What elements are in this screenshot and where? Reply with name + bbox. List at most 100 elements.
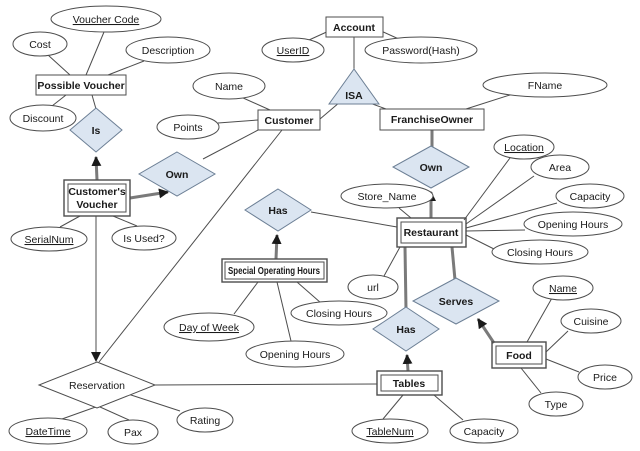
- connector-line: [233, 281, 259, 315]
- attribute-label: Pax: [124, 427, 143, 439]
- participation-line: [403, 246, 408, 310]
- connector-line: [465, 229, 526, 232]
- relationship-label: ISA: [345, 90, 363, 102]
- connector-line: [545, 330, 569, 353]
- connector-line: [59, 215, 81, 228]
- attribute-description: Description: [125, 36, 211, 64]
- connector-line: [107, 60, 145, 76]
- connector-line: [545, 358, 580, 373]
- entity-label: FranchiseOwner: [391, 114, 473, 126]
- attribute-label: Store_Name: [358, 191, 417, 203]
- attribute-label: Name: [549, 283, 577, 295]
- attribute-label: Description: [142, 45, 195, 57]
- relationship-has-tables: Has: [372, 306, 440, 352]
- connector-line: [465, 93, 514, 110]
- relationship-label: Own: [420, 162, 443, 174]
- attribute-day-of-week: Day of Week: [163, 312, 255, 342]
- relationship-label: Reservation: [69, 380, 125, 392]
- entity-possible-voucher: Possible Voucher: [35, 74, 127, 96]
- attribute-datetime: DateTime: [8, 417, 88, 445]
- connector-line: [154, 383, 378, 386]
- attribute-is-used: Is Used?: [111, 225, 177, 251]
- attribute-label: Closing Hours: [507, 247, 573, 259]
- connector-lines: [47, 29, 580, 421]
- entity-label-line1: Customer's: [68, 186, 126, 198]
- entity-tables: Tables: [376, 370, 443, 396]
- connector-line: [463, 157, 511, 221]
- attribute-type: Type: [528, 391, 584, 417]
- relationship-serves: Serves: [411, 277, 501, 325]
- participation-line-arrow: [129, 188, 169, 200]
- entity-label: Possible Voucher: [37, 80, 124, 92]
- attribute-label: FName: [528, 80, 563, 92]
- entity-label: Special Operating Hours: [228, 265, 320, 277]
- connector-line: [383, 246, 401, 277]
- connector-line: [202, 128, 261, 160]
- attribute-cuisine: Cuisine: [560, 308, 622, 334]
- attribute-label: Price: [593, 372, 617, 384]
- entity-customer: Customer: [257, 109, 321, 131]
- attribute-opening-hours-restaurant: Opening Hours: [523, 211, 623, 237]
- relationship-own-customer: Own: [138, 151, 216, 197]
- entity-customers-voucher: Customer's Voucher: [63, 179, 131, 217]
- connector-line: [240, 96, 271, 111]
- attribute-label: Closing Hours: [306, 308, 372, 320]
- connector-line: [465, 175, 535, 225]
- connector-line-arrow: [98, 129, 283, 363]
- attribute-serialnum: SerialNum: [10, 226, 88, 252]
- attribute-label: Opening Hours: [538, 219, 609, 231]
- attribute-fname: FName: [482, 72, 608, 98]
- connector-line: [85, 31, 105, 76]
- entity-franchise-owner: FranchiseOwner: [379, 108, 485, 131]
- entity-restaurant: Restaurant: [396, 217, 467, 248]
- connector-line: [217, 119, 259, 124]
- relationship-reservation: Reservation: [37, 361, 157, 409]
- attribute-label: Password(Hash): [382, 45, 460, 57]
- attribute-label: UserID: [277, 45, 310, 57]
- attribute-label: Cost: [29, 39, 51, 51]
- entity-label: Restaurant: [404, 227, 459, 239]
- relationship-label: Own: [166, 169, 189, 181]
- attribute-store-name: Store_Name: [340, 183, 434, 209]
- attribute-tablenum: TableNum: [351, 418, 429, 444]
- attribute-points: Points: [156, 114, 220, 140]
- attribute-name-food: Name: [532, 275, 594, 301]
- entity-special-operating-hours: Special Operating Hours: [221, 258, 328, 283]
- attribute-label: Capacity: [464, 426, 506, 438]
- connector-line: [276, 281, 292, 342]
- attribute-capacity-restaurant: Capacity: [555, 183, 625, 209]
- attribute-label: Capacity: [570, 191, 612, 203]
- entity-label-line2: Voucher: [76, 199, 117, 211]
- participation-lines: [91, 130, 496, 372]
- relationship-own-franchise: Own: [391, 145, 471, 189]
- participation-line-arrow: [402, 354, 413, 372]
- connector-line: [127, 393, 181, 412]
- participation-line: [450, 246, 457, 281]
- entity-label: Account: [333, 22, 376, 34]
- connector-line: [319, 101, 341, 120]
- attribute-label: DateTime: [25, 426, 70, 438]
- attribute-label: Is Used?: [123, 233, 165, 245]
- connector-line: [526, 297, 553, 343]
- connector-line: [51, 94, 67, 107]
- participation-line-arrow: [476, 318, 496, 344]
- entity-label: Tables: [393, 378, 426, 390]
- attribute-label: Name: [215, 81, 243, 93]
- connector-line: [433, 394, 464, 421]
- attribute-label: Area: [549, 162, 571, 174]
- connector-line: [465, 202, 558, 229]
- connector-line: [520, 367, 542, 394]
- attribute-label: Discount: [23, 113, 64, 125]
- connector-line: [310, 211, 398, 228]
- attribute-discount: Discount: [9, 104, 77, 132]
- attribute-label: Location: [504, 142, 544, 154]
- relationship-label: Serves: [439, 296, 474, 308]
- attribute-voucher-code: Voucher Code: [50, 5, 162, 33]
- attribute-label: Day of Week: [179, 322, 240, 334]
- entity-label: Customer: [264, 115, 313, 127]
- participation-line-arrow: [91, 156, 102, 181]
- attribute-capacity-tables: Capacity: [449, 418, 519, 444]
- connector-line: [112, 215, 138, 227]
